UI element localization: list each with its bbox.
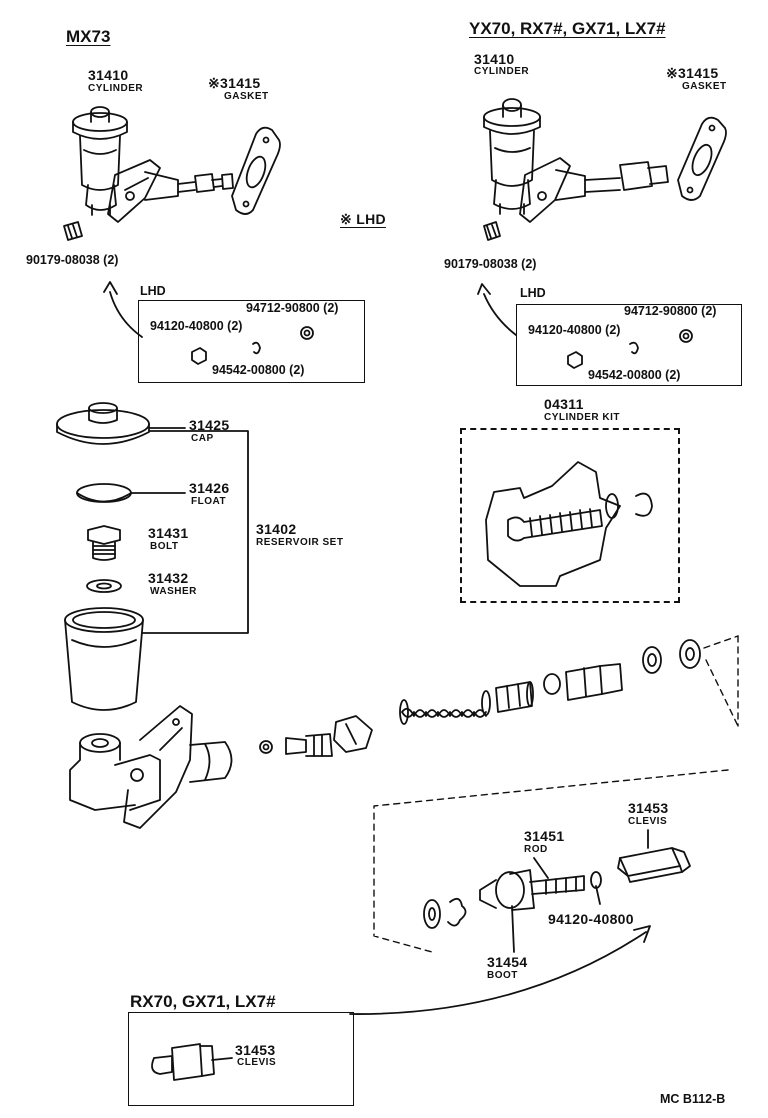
cylinder-body-illustration xyxy=(69,705,233,829)
reservoir-set-name: RESERVOIR SET xyxy=(256,537,344,548)
right-nut-part-no: 90179-08038 (2) xyxy=(444,257,537,271)
reservoir-leaders xyxy=(130,427,186,494)
left-master-cylinder-illustration xyxy=(72,106,234,223)
left-lhd-arrow xyxy=(103,281,143,338)
left-gasket-name: GASKET xyxy=(224,91,269,102)
rod-nut-part-no: 94120-40800 xyxy=(548,911,634,927)
right-gasket-name: GASKET xyxy=(682,81,727,92)
boot-name: BOOT xyxy=(487,970,518,981)
inset-arrow xyxy=(349,925,651,1015)
rod-name: ROD xyxy=(524,844,548,855)
inset-clevis-name: CLEVIS xyxy=(237,1057,277,1068)
right-master-cylinder-illustration xyxy=(483,98,669,223)
float-part-no: 31426 xyxy=(189,480,230,496)
cap-name: CAP xyxy=(191,433,214,444)
inset-models-label: RX70, GX71, LX7# xyxy=(130,992,276,1011)
boot-part-no: 31454 xyxy=(487,954,528,970)
right-lhd-arrow xyxy=(477,283,517,336)
cap-part-no: 31425 xyxy=(189,417,230,433)
lhd-box-right-part-b: 94120-40800 (2) xyxy=(528,323,621,337)
lhd-box-left-part-b: 94120-40800 (2) xyxy=(150,319,243,333)
inset-clevis-part-no: 31453 xyxy=(235,1042,276,1058)
left-cylinder-part-no: 31410 xyxy=(88,67,129,83)
bolt-name: BOLT xyxy=(150,541,179,552)
right-nut-illustration xyxy=(483,221,501,241)
dash-line-kit-to-piston xyxy=(703,635,739,727)
left-gasket-part-no: ※31415 xyxy=(208,75,261,91)
right-gasket-part-no: ※31415 xyxy=(666,65,719,81)
left-cylinder-name: CYLINDER xyxy=(88,83,144,94)
lhd-box-left-part-a: 94712-90800 (2) xyxy=(246,301,339,315)
piston-parts-row xyxy=(259,639,701,757)
right-lhd-parts xyxy=(567,329,693,369)
right-gasket-illustration xyxy=(677,116,727,201)
left-model-label: MX73 xyxy=(66,27,111,46)
bolt-part-no: 31431 xyxy=(148,525,189,541)
washer-part-no: 31432 xyxy=(148,570,189,586)
reservoir-washer-illustration xyxy=(86,579,122,593)
left-gasket-illustration xyxy=(231,126,281,215)
lhd-box-left-title: LHD xyxy=(140,284,166,298)
reservoir-body-illustration xyxy=(64,607,144,711)
inset-box xyxy=(128,1012,354,1106)
lhd-box-right-part-c: 94542-00800 (2) xyxy=(588,368,681,382)
right-cylinder-name: CYLINDER xyxy=(474,66,530,77)
float-name: FLOAT xyxy=(191,496,227,507)
push-rod-leaders xyxy=(511,829,649,953)
lhd-box-right xyxy=(516,304,742,386)
washer-name: WASHER xyxy=(150,586,197,597)
left-nut-illustration xyxy=(63,221,83,241)
inset-clevis-illustration xyxy=(151,1043,233,1081)
reservoir-set-part-no: 31402 xyxy=(256,521,297,537)
reservoir-float-illustration xyxy=(76,483,132,503)
cylinder-kit-part-no: 04311 xyxy=(544,396,584,412)
lhd-box-right-part-a: 94712-90800 (2) xyxy=(624,304,717,318)
diagram-code: MC B112-B xyxy=(660,1092,726,1106)
lhd-note: ※ LHD xyxy=(340,211,386,227)
lhd-box-right-title: LHD xyxy=(520,286,546,300)
reservoir-bolt-illustration xyxy=(87,525,121,561)
reservoir-cap-illustration xyxy=(56,402,150,445)
clevis-name: CLEVIS xyxy=(628,816,668,827)
cylinder-kit-illustration xyxy=(485,461,653,587)
clevis-part-no: 31453 xyxy=(628,800,669,816)
right-cylinder-part-no: 31410 xyxy=(474,51,515,67)
right-models-label: YX70, RX7#, GX71, LX7# xyxy=(469,19,666,38)
left-lhd-parts xyxy=(191,326,314,365)
lhd-box-left-part-c: 94542-00800 (2) xyxy=(212,363,305,377)
rod-part-no: 31451 xyxy=(524,828,565,844)
cylinder-kit-box xyxy=(460,428,680,603)
push-rod-illustration xyxy=(423,847,691,929)
lhd-box-left xyxy=(138,300,365,383)
reservoir-set-bracket xyxy=(141,430,249,634)
cylinder-kit-name: CYLINDER KIT xyxy=(544,412,620,423)
dash-line-rod xyxy=(373,769,729,953)
left-nut-part-no: 90179-08038 (2) xyxy=(26,253,119,267)
